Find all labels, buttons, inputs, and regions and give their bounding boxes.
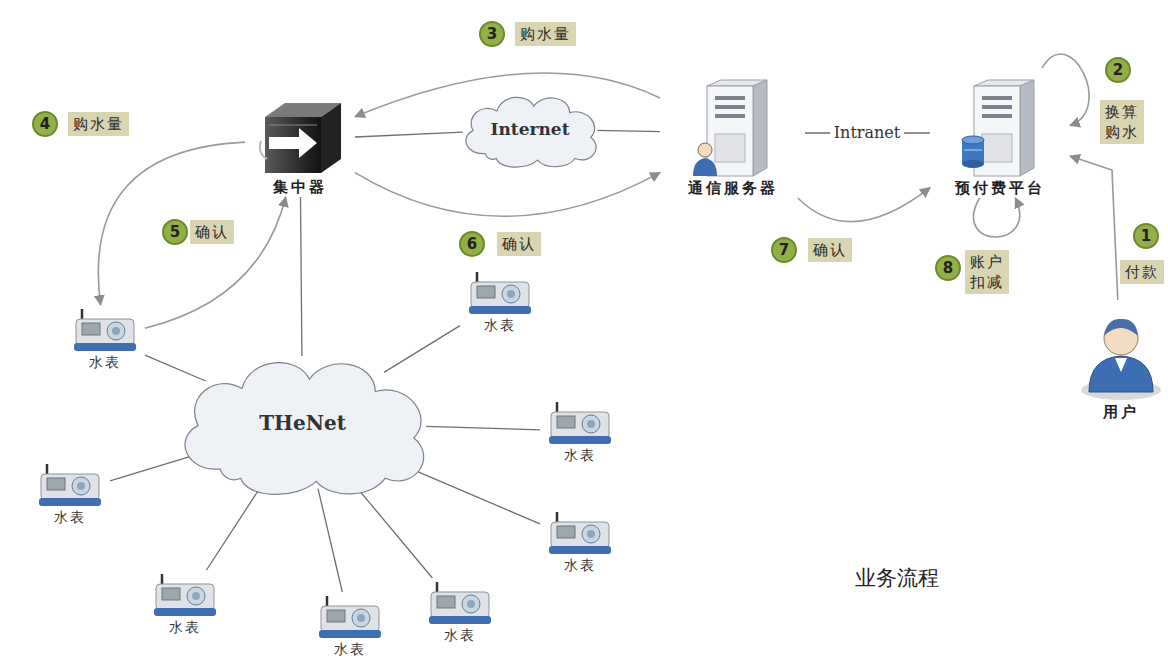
- server-node: 预付费平台: [930, 68, 1070, 198]
- concentrator-icon: [255, 99, 345, 177]
- link-line: [318, 489, 342, 592]
- cloud-label: THeNet: [259, 411, 346, 435]
- link-line: [598, 130, 661, 131]
- link-line: [301, 197, 302, 356]
- water-meter-icon: [545, 400, 615, 446]
- server-icon: [960, 78, 1040, 178]
- flow-arrow: [1070, 156, 1118, 300]
- node-label: 水表: [54, 508, 86, 526]
- flow-arrow: [973, 198, 1019, 237]
- network-cloud: THeNet: [165, 345, 440, 500]
- step-label: 确认: [190, 220, 234, 244]
- callout-number: 6: [459, 231, 485, 257]
- water-meter-node: 水表: [420, 578, 500, 644]
- water-meter-icon: [35, 462, 105, 508]
- link-label: Intranet: [830, 123, 904, 143]
- water-meter-node: 水表: [310, 592, 390, 658]
- node-label: 用户: [1103, 402, 1139, 422]
- link-line: [355, 132, 463, 137]
- node-label: 集中器: [273, 177, 327, 197]
- concentrator-node: 集中器: [245, 82, 355, 197]
- node-label: 水表: [89, 353, 121, 371]
- callout-number: 5: [162, 219, 188, 245]
- water-meter-icon: [315, 594, 385, 640]
- step-label: 确认: [497, 232, 541, 256]
- link-line: [426, 426, 540, 430]
- callout-number: 1: [1133, 223, 1159, 249]
- water-meter-icon: [425, 580, 495, 626]
- water-meter-icon: [150, 572, 220, 618]
- cloud-label: Internet: [491, 119, 570, 139]
- link-line: [207, 485, 262, 570]
- water-meter-node: 水表: [30, 460, 110, 526]
- flow-arrow: [98, 142, 245, 305]
- water-meter-node: 水表: [540, 398, 620, 464]
- water-meter-icon: [70, 307, 140, 353]
- step-label: 确认: [808, 238, 852, 262]
- water-meter-node: 水表: [540, 508, 620, 574]
- user-icon: [1079, 306, 1163, 402]
- step-label: 换算购水: [1100, 100, 1144, 144]
- water-meter-node: 水表: [65, 305, 145, 371]
- node-label: 水表: [564, 446, 596, 464]
- water-meter-node: 水表: [460, 268, 540, 334]
- callout-number: 8: [935, 255, 961, 281]
- user-node: 用户: [1078, 300, 1163, 422]
- link-line: [110, 455, 195, 481]
- diagram-title: 业务流程: [855, 565, 939, 591]
- flow-arrow: [798, 188, 930, 222]
- callout-number: 7: [771, 237, 797, 263]
- server-icon: [693, 78, 773, 178]
- server-node: 通信服务器: [660, 68, 805, 198]
- step-label: 购水量: [68, 112, 129, 136]
- node-label: 水表: [484, 316, 516, 334]
- water-meter-icon: [465, 270, 535, 316]
- callout-number: 2: [1105, 57, 1131, 83]
- step-label: 付款: [1120, 260, 1164, 284]
- flow-arrow: [145, 197, 286, 328]
- water-meter-node: 水表: [145, 570, 225, 636]
- callout-number: 4: [32, 111, 58, 137]
- node-label: 水表: [169, 618, 201, 636]
- link-line: [353, 483, 432, 578]
- node-label: 通信服务器: [688, 178, 778, 198]
- node-label: 水表: [444, 626, 476, 644]
- flow-arrow: [1042, 54, 1089, 125]
- network-cloud: Internet: [455, 88, 605, 170]
- link-line: [384, 326, 460, 373]
- water-meter-icon: [545, 510, 615, 556]
- node-label: 水表: [564, 556, 596, 574]
- step-label: 购水量: [515, 22, 576, 46]
- flow-arrow: [355, 173, 660, 217]
- node-label: 水表: [334, 640, 366, 658]
- step-label: 账户扣减: [965, 250, 1009, 294]
- link-line: [400, 464, 541, 524]
- callout-number: 3: [479, 21, 505, 47]
- node-label: 预付费平台: [955, 178, 1045, 198]
- link-line: [145, 355, 206, 381]
